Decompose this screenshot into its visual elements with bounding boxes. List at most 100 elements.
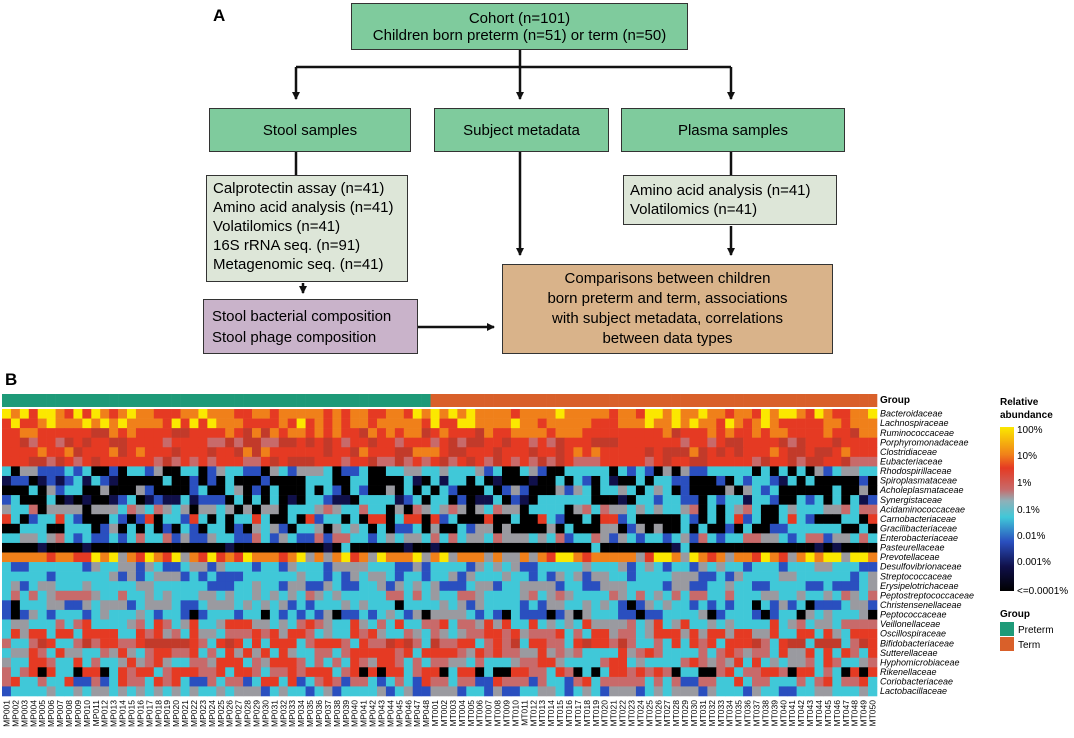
heatmap-cell <box>484 667 494 678</box>
heatmap-cell <box>109 562 119 572</box>
heatmap-cell <box>82 514 92 525</box>
heatmap-cell <box>555 485 565 496</box>
scale-label: 0.001% <box>1017 557 1051 568</box>
heatmap-cell <box>823 648 833 659</box>
group-bar-cell <box>805 394 815 407</box>
heatmap-cell <box>644 514 655 525</box>
heatmap-cell <box>796 638 806 649</box>
heatmap-cell <box>591 437 601 448</box>
heatmap-cell <box>305 485 315 496</box>
heatmap-cell <box>778 638 789 649</box>
heatmap-cell <box>216 533 226 544</box>
heatmap-cell <box>64 676 74 687</box>
heatmap-cell <box>403 667 414 678</box>
heatmap-cell <box>546 466 556 477</box>
heatmap-cell <box>537 648 547 659</box>
heatmap-cell <box>368 590 378 601</box>
heatmap-cell <box>689 533 699 544</box>
heatmap-cell <box>91 619 101 630</box>
heatmap-cell <box>689 667 699 678</box>
heatmap-cell <box>448 629 458 639</box>
heatmap-cell <box>430 523 440 534</box>
heatmap-cell <box>841 619 851 630</box>
heatmap-cell <box>823 475 833 486</box>
heatmap-cell <box>734 533 744 544</box>
heatmap-cell <box>100 648 110 659</box>
sample-label: MP026 <box>225 700 235 727</box>
family-label: Prevotellaceae <box>880 552 940 562</box>
heatmap-cell <box>287 629 297 639</box>
heatmap-cell <box>162 447 172 458</box>
heatmap-cell <box>457 523 467 534</box>
heatmap-cell <box>564 418 574 429</box>
heatmap-cell <box>19 504 30 515</box>
heatmap-cell <box>510 437 521 448</box>
heatmap-cell <box>457 485 467 496</box>
heatmap-cell <box>55 667 65 678</box>
heatmap-cell <box>725 619 735 630</box>
heatmap-cell <box>841 514 851 525</box>
heatmap-cell <box>296 552 306 563</box>
heatmap-cell <box>269 495 280 505</box>
heatmap-cell <box>377 600 387 611</box>
heatmap-cell <box>671 504 681 515</box>
heatmap-cell <box>296 657 306 668</box>
heatmap-cell <box>368 657 378 668</box>
heatmap-cell <box>394 629 405 639</box>
heatmap-cell <box>698 466 708 477</box>
heatmap-cell <box>725 495 735 505</box>
group-bar-cell <box>778 394 789 407</box>
heatmap-cell <box>10 523 21 534</box>
heatmap-cell <box>171 466 181 477</box>
heatmap-cell <box>100 629 110 639</box>
group-bar-cell <box>314 394 324 407</box>
heatmap-cell <box>37 648 47 659</box>
heatmap-cell <box>448 676 458 687</box>
heatmap-cell <box>805 638 815 649</box>
heatmap-cell <box>225 409 235 419</box>
heatmap-cell <box>868 542 878 553</box>
heatmap-cell <box>457 676 467 687</box>
heatmap-cell <box>189 466 199 477</box>
heatmap-cell <box>484 581 494 592</box>
heatmap-cell <box>787 409 797 419</box>
heatmap-cell <box>430 571 440 582</box>
cohort-title: Cohort (n=101) <box>468 9 571 27</box>
heatmap-cell <box>198 648 208 659</box>
heatmap-cell <box>118 581 128 592</box>
heatmap-cell <box>350 619 360 630</box>
heatmap-cell <box>296 629 306 639</box>
heatmap-cell <box>734 590 744 601</box>
heatmap-cell <box>796 686 806 697</box>
heatmap-cell <box>359 523 369 534</box>
heatmap-cell <box>305 581 315 592</box>
heatmap-cell <box>698 562 708 572</box>
heatmap-cell <box>421 648 431 659</box>
heatmap-cell <box>10 542 21 553</box>
sample-label: MP013 <box>109 700 119 727</box>
heatmap-cell <box>698 552 708 563</box>
heatmap-cell <box>332 466 342 477</box>
heatmap-cell <box>734 552 744 563</box>
heatmap-cell <box>385 619 396 630</box>
heatmap-cell <box>680 475 690 486</box>
heatmap-cell <box>368 456 378 467</box>
heatmap-cell <box>55 523 65 534</box>
heatmap-cell <box>519 495 530 505</box>
scale-label: 10% <box>1017 451 1037 462</box>
heatmap-cell <box>555 638 565 649</box>
group-bar-cell <box>635 394 646 407</box>
heatmap-cell <box>296 495 306 505</box>
heatmap-cell <box>680 619 690 630</box>
heatmap-cell <box>207 475 217 486</box>
heatmap-cell <box>225 600 235 611</box>
heatmap-cell <box>859 466 869 477</box>
heatmap-cell <box>305 686 315 697</box>
heatmap-cell <box>591 629 601 639</box>
heatmap-cell <box>859 638 869 649</box>
heatmap-cell <box>82 409 92 419</box>
heatmap-cell <box>850 523 860 534</box>
sample-label: MT013 <box>537 700 547 727</box>
heatmap-cell <box>796 523 806 534</box>
heatmap-cell <box>868 456 878 467</box>
